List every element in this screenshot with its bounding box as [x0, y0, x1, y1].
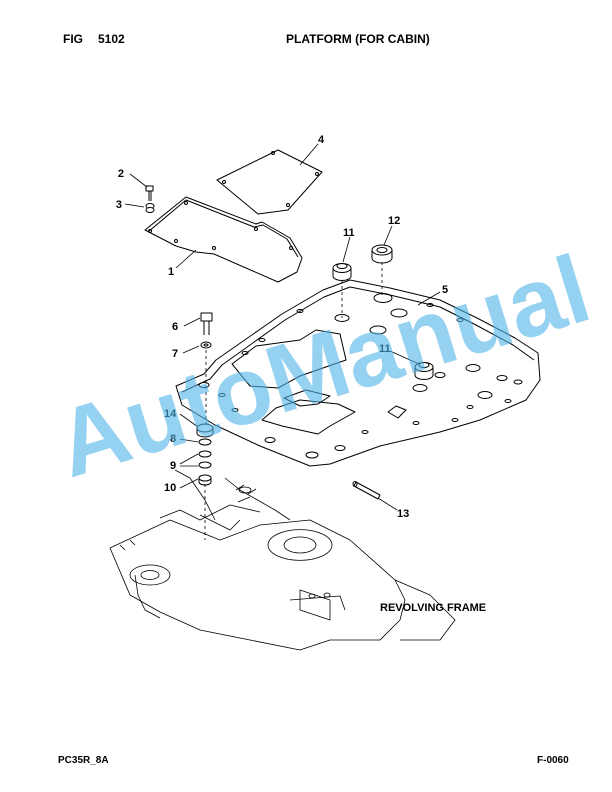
- floor-plate-part-1: [144, 196, 303, 283]
- figure-label: FIG: [63, 32, 83, 46]
- revolving-frame: [109, 469, 456, 651]
- callout-14: 14: [164, 408, 177, 420]
- callout-1: 1: [168, 266, 174, 278]
- bolt-part-2: [145, 185, 154, 201]
- callout-9: 9: [170, 460, 176, 472]
- pin-part-13: [352, 481, 381, 500]
- cushion-part-14: [196, 423, 214, 438]
- callout-6: 6: [172, 321, 178, 333]
- main-platform-part-5: [175, 279, 541, 467]
- callout-11-top: 11: [343, 227, 355, 239]
- callout-8: 8: [170, 433, 176, 445]
- nut-part-10: [198, 474, 212, 486]
- mount-part-11-right: [414, 362, 434, 380]
- washer-part-7: [200, 341, 212, 349]
- revolving-frame-label: REVOLVING FRAME: [380, 602, 486, 614]
- callout-3: 3: [116, 199, 122, 211]
- callout-11-right: 11: [379, 343, 391, 355]
- callout-4: 4: [318, 134, 325, 146]
- figure-number: 5102: [98, 32, 125, 46]
- callout-13: 13: [397, 508, 409, 520]
- callout-12: 12: [388, 215, 400, 227]
- bolt-part-6: [200, 312, 213, 335]
- page-title: PLATFORM (FOR CABIN): [286, 32, 430, 46]
- page-code: F-0060: [537, 755, 569, 766]
- cover-plate-part-4: [216, 149, 323, 215]
- washer-part-8: [198, 438, 212, 446]
- callout-10: 10: [164, 482, 176, 494]
- mount-part-11-left: [332, 263, 352, 281]
- callout-5: 5: [442, 284, 448, 296]
- spacer-part-9: [198, 450, 212, 469]
- leader-lines: [124, 143, 441, 540]
- callout-7: 7: [172, 348, 178, 360]
- callout-2: 2: [118, 168, 124, 180]
- cushion-part-12: [371, 244, 393, 264]
- nut-part-3: [145, 203, 155, 213]
- model-code: PC35R_8A: [58, 755, 109, 766]
